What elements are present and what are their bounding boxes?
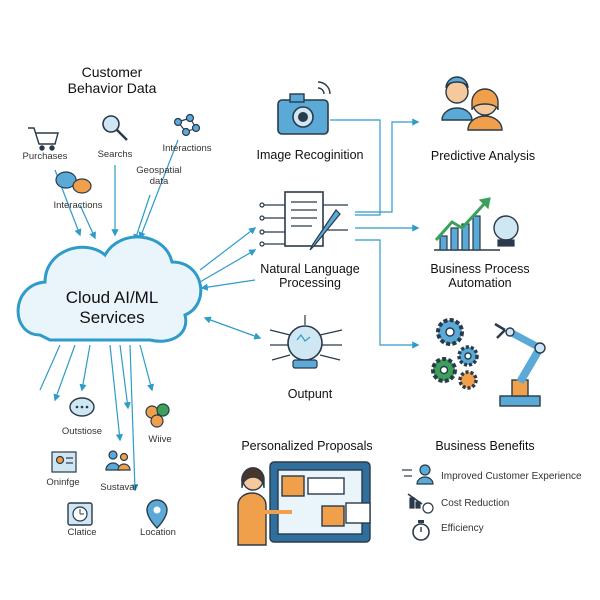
interactions-top-label: Interactions xyxy=(162,143,212,154)
cost-reduction-icon xyxy=(407,493,434,514)
lower-arrows xyxy=(39,344,154,492)
location-label: Location xyxy=(140,527,176,538)
output-label: Outpunt xyxy=(287,387,333,401)
document-circuit-icon xyxy=(259,191,348,251)
camera-icon xyxy=(277,81,331,135)
interactions-left-label: Interactions xyxy=(53,200,103,211)
cloud-shape xyxy=(16,235,203,343)
geospatial-line2: data xyxy=(149,175,169,187)
magnifier-icon xyxy=(102,115,128,141)
benefit-item-1: Improved Customer Experience xyxy=(441,471,582,482)
users-icon xyxy=(105,450,131,471)
cloud-title-line2: Services xyxy=(79,307,145,327)
cart-icon xyxy=(28,127,59,151)
gears-icon xyxy=(431,318,479,390)
cluster-icon xyxy=(145,403,170,428)
clatice-label: Clatice xyxy=(67,527,97,538)
geospatial-line1: Geospatial xyxy=(136,165,182,176)
predictive-analysis-label: Predictive Analysis xyxy=(430,149,536,163)
geospatial-label: Geospatial data xyxy=(130,165,188,188)
id-card-icon xyxy=(51,451,77,473)
searchs-label: Searchs xyxy=(97,149,133,160)
clock-icon xyxy=(67,502,93,526)
personalized-proposals-title: Personalized Proposals xyxy=(241,439,373,453)
speech-bubble-icon xyxy=(69,397,95,417)
wiive-label: Wiive xyxy=(148,434,172,445)
business-benefits-title: Business Benefits xyxy=(435,439,535,453)
nlp-line2: Processing xyxy=(279,276,341,291)
bpa-line1: Business Process xyxy=(430,262,530,276)
data-arrows xyxy=(54,139,179,242)
outstiose-label: Outstiose xyxy=(61,426,103,437)
location-pin-icon xyxy=(146,499,168,529)
service-arrows xyxy=(199,227,262,340)
customer-data-title-line1: Customer xyxy=(81,64,143,80)
stopwatch-icon xyxy=(412,520,430,541)
network-icon xyxy=(173,113,201,137)
image-recognition-label: Image Recoginition xyxy=(256,148,364,162)
customer-experience-icon xyxy=(402,464,434,485)
oninfge-label: Oninfge xyxy=(46,477,80,488)
cloud-title: Cloud AI/ML Services xyxy=(42,288,182,327)
chat-bubbles-icon xyxy=(55,171,92,194)
proposal-illustration xyxy=(237,461,371,546)
purchases-label: Purchases xyxy=(22,151,68,162)
robot-arm-icon xyxy=(494,322,546,407)
customer-data-title: Customer Behavior Data xyxy=(52,64,172,96)
nlp-label: Natural Language Processing xyxy=(245,262,375,291)
bpa-line2: Automation xyxy=(448,276,512,291)
benefit-item-3: Efficiency xyxy=(441,523,484,534)
crystal-orb-icon xyxy=(269,315,343,369)
cloud-title-line1: Cloud AI/ML xyxy=(65,288,159,307)
customer-data-title-line2: Behavior Data xyxy=(67,80,157,97)
bpa-label: Business Process Automation xyxy=(415,262,545,291)
benefit-item-2: Cost Reduction xyxy=(441,498,510,509)
growth-chart-icon xyxy=(434,197,519,251)
sustavar-label: Sustavar xyxy=(100,482,138,493)
people-avatars-icon xyxy=(441,76,503,131)
outcome-connectors xyxy=(330,118,420,349)
nlp-line1: Natural Language xyxy=(260,262,360,276)
